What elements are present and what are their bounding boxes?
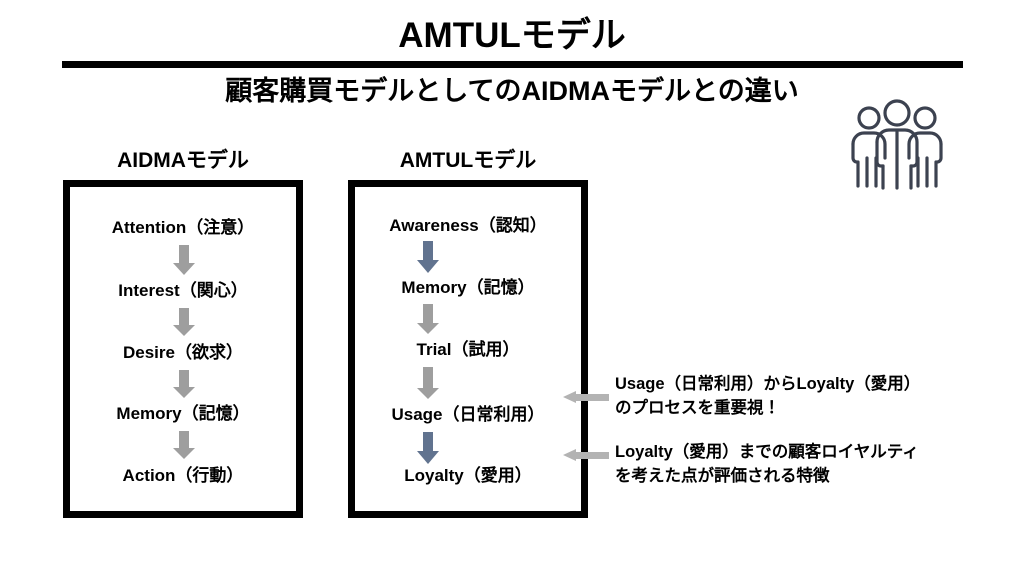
note-loyalty-customer-loyalty: Loyalty（愛用）までの顧客ロイヤルティ を考えた点が評価される特徴: [615, 440, 919, 488]
amtul-funnel-box: Awareness（認知） Memory（記憶） Trial（試用） Usage…: [348, 180, 588, 518]
stage-interest: Interest（関心）: [118, 281, 248, 300]
aidma-stage-list: Attention（注意） Interest（関心） Desire（欲求） Me…: [70, 187, 296, 511]
note-loyalty-line-2: を考えた点が評価される特徴: [615, 467, 830, 485]
stage-trial: Trial（試用）: [416, 340, 520, 359]
column-heading-aidma: AIDMAモデル: [117, 149, 249, 172]
note-usage-to-loyalty: Usage（日常利用）からLoyalty（愛用） のプロセスを重要視！: [615, 372, 920, 420]
stage-memory: Memory（記憶）: [116, 404, 250, 423]
aidma-funnel-box: Attention（注意） Interest（関心） Desire（欲求） Me…: [63, 180, 303, 518]
stage-awareness: Awareness（認知）: [389, 216, 547, 235]
stage-usage: Usage（日常利用）: [391, 405, 545, 424]
stage-loyalty: Loyalty（愛用）: [404, 466, 532, 485]
arrow-attention-to-interest: [173, 245, 195, 275]
callout-arrow-loyalty: [563, 449, 609, 462]
title-divider: [62, 61, 963, 68]
arrow-memory-to-action: [173, 431, 195, 459]
note-usage-line-2: のプロセスを重要視！: [615, 399, 780, 417]
page-subtitle: 顧客購買モデルとしてのAIDMAモデルとの違い: [225, 76, 799, 106]
arrow-awareness-to-memory: [417, 241, 439, 273]
stage-attention: Attention（注意）: [111, 218, 255, 237]
note-usage-line-1: Usage（日常利用）からLoyalty（愛用）: [615, 375, 921, 393]
amtul-stage-list: Awareness（認知） Memory（記憶） Trial（試用） Usage…: [355, 187, 581, 511]
stage-memory-amtul: Memory（記憶）: [401, 278, 535, 297]
stage-action: Action（行動）: [122, 466, 244, 485]
column-heading-amtul: AMTULモデル: [399, 149, 537, 172]
stage-desire: Desire（欲求）: [123, 343, 243, 362]
arrow-trial-to-usage: [417, 367, 439, 399]
arrow-usage-to-loyalty: [417, 432, 439, 464]
callout-arrow-usage: [563, 391, 609, 404]
page-title: AMTULモデル: [398, 16, 626, 55]
note-loyalty-line-1: Loyalty（愛用）までの顧客ロイヤルティ: [615, 443, 919, 461]
arrow-memory-to-trial: [417, 304, 439, 334]
three-people-icon: [845, 98, 949, 190]
arrow-interest-to-desire: [173, 308, 195, 336]
arrow-desire-to-memory: [173, 370, 195, 398]
